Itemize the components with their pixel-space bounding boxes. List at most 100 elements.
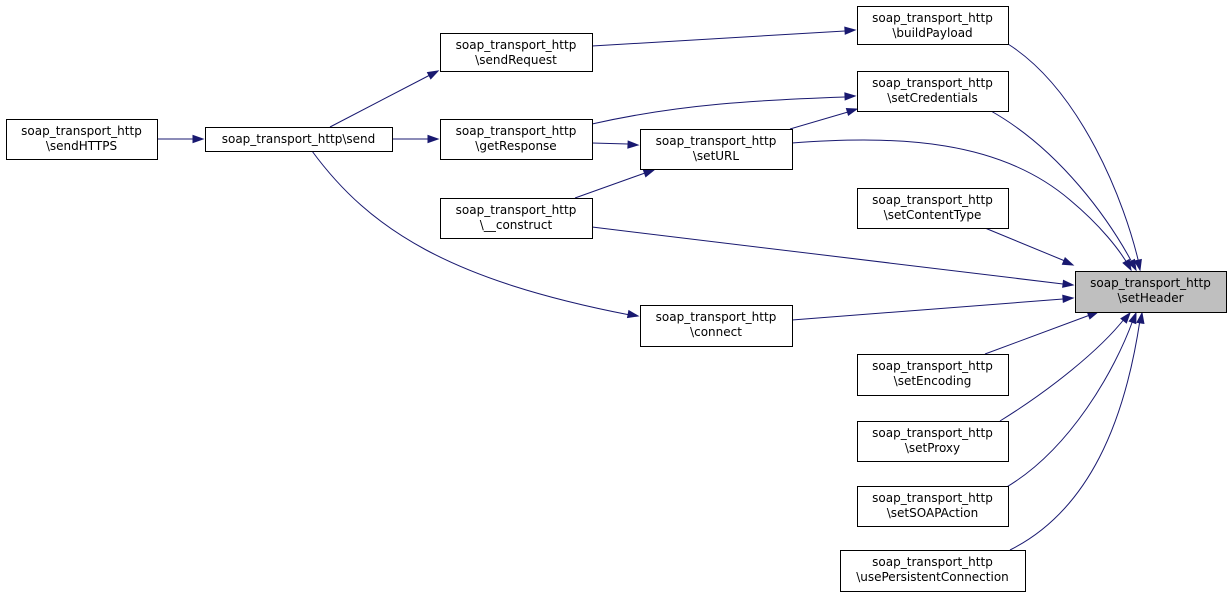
node-usePersistentConnection[interactable]: soap_transport_http\usePersistentConnect… bbox=[840, 550, 1026, 592]
edge-line bbox=[984, 227, 1066, 262]
edge-line bbox=[591, 30, 846, 47]
node-getResponse[interactable]: soap_transport_http\getResponse bbox=[440, 119, 593, 160]
node-label-line1: soap_transport_http bbox=[456, 38, 577, 52]
edge-line bbox=[329, 74, 431, 128]
edge-arrowhead bbox=[1120, 311, 1131, 324]
node-box bbox=[440, 119, 593, 160]
node-label-line1: soap_transport_http bbox=[456, 203, 577, 217]
edge-arrowhead bbox=[626, 309, 640, 319]
edge-arrowhead bbox=[1136, 311, 1145, 325]
node-label-line2: \usePersistentConnection bbox=[856, 570, 1009, 584]
edge-setURL-to-setHeader bbox=[791, 139, 1132, 272]
edge-arrowhead bbox=[1128, 311, 1137, 325]
edge-line bbox=[311, 150, 631, 316]
node-setSOAPAction[interactable]: soap_transport_http\setSOAPAction bbox=[857, 486, 1009, 527]
node-label-line1: soap_transport_http bbox=[872, 76, 993, 90]
edge-construct-to-setHeader bbox=[591, 226, 1075, 288]
node-label-line1: soap_transport_http bbox=[1090, 276, 1211, 290]
node-box bbox=[6, 119, 158, 160]
edge-line bbox=[574, 172, 646, 199]
node-label-line2: \setEncoding bbox=[894, 374, 972, 388]
node-buildPayload[interactable]: soap_transport_http\buildPayload bbox=[857, 6, 1009, 45]
node-setURL[interactable]: soap_transport_http\setURL bbox=[640, 129, 793, 170]
edge-setContentType-to-setHeader bbox=[984, 227, 1075, 266]
edge-arrowhead bbox=[1062, 294, 1075, 304]
node-box bbox=[857, 421, 1009, 462]
node-box bbox=[857, 354, 1009, 396]
edge-arrowhead bbox=[845, 107, 859, 117]
edge-line bbox=[990, 110, 1136, 269]
node-setHeader[interactable]: soap_transport_http\setHeader bbox=[1075, 271, 1227, 313]
edge-connect-to-setHeader bbox=[791, 294, 1075, 321]
node-box bbox=[440, 33, 593, 72]
edge-arrowhead bbox=[1086, 311, 1100, 320]
edge-line bbox=[791, 298, 1064, 321]
edge-arrowhead bbox=[1122, 258, 1132, 272]
edge-arrowhead bbox=[1062, 279, 1075, 288]
node-setProxy[interactable]: soap_transport_http\setProxy bbox=[857, 421, 1009, 462]
edge-arrowhead bbox=[844, 92, 857, 101]
node-box bbox=[640, 129, 793, 170]
edge-sendRequest-to-buildPayload bbox=[591, 26, 857, 47]
edge-buildPayload-to-setHeader bbox=[1007, 43, 1142, 272]
node-connect[interactable]: soap_transport_http\connect bbox=[640, 305, 793, 347]
edge-getResponse-to-setCredentials bbox=[591, 92, 857, 125]
edge-setProxy-to-setHeader bbox=[999, 311, 1131, 422]
edge-construct-to-setURL bbox=[574, 169, 656, 199]
node-box bbox=[857, 71, 1009, 112]
edge-arrowhead bbox=[1061, 257, 1075, 266]
edge-arrowhead bbox=[192, 134, 205, 144]
node-label-line1: soap_transport_http\send bbox=[222, 132, 376, 146]
edge-getResponse-to-setURL bbox=[591, 140, 640, 149]
node-label-line2: \setCredentials bbox=[887, 91, 977, 105]
edge-arrowhead bbox=[642, 169, 656, 178]
node-label-line2: \setHeader bbox=[1117, 291, 1183, 305]
edge-setCredentials-to-setHeader bbox=[990, 110, 1137, 272]
edge-arrowhead bbox=[844, 26, 857, 35]
node-label-line2: \sendRequest bbox=[475, 53, 557, 67]
edge-send-to-connect bbox=[311, 150, 640, 319]
edge-usePersistentConnection-to-setHeader bbox=[1009, 311, 1145, 551]
node-label-line2: \connect bbox=[690, 325, 742, 339]
node-label-line1: soap_transport_http bbox=[656, 310, 777, 324]
node-label-line1: soap_transport_http bbox=[872, 193, 993, 207]
node-box bbox=[1075, 271, 1227, 313]
node-setCredentials[interactable]: soap_transport_http\setCredentials bbox=[857, 71, 1009, 112]
edge-arrowhead bbox=[1127, 258, 1137, 272]
node-label-line1: soap_transport_http bbox=[21, 124, 142, 138]
edge-arrowhead bbox=[1133, 258, 1142, 272]
edge-line bbox=[591, 226, 1064, 285]
node-label-line2: \setSOAPAction bbox=[887, 506, 979, 520]
node-setEncoding[interactable]: soap_transport_http\setEncoding bbox=[857, 354, 1009, 396]
node-label-line1: soap_transport_http bbox=[872, 359, 993, 373]
edge-setEncoding-to-setHeader bbox=[984, 311, 1100, 355]
edge-line bbox=[1007, 43, 1141, 269]
node-label-line2: \setProxy bbox=[905, 441, 960, 455]
node-label-line1: soap_transport_http bbox=[456, 124, 577, 138]
edge-setSOAPAction-to-setHeader bbox=[1004, 311, 1137, 489]
node-label-line1: soap_transport_http bbox=[872, 11, 993, 25]
edge-send-to-sendRequest bbox=[329, 70, 440, 128]
node-send[interactable]: soap_transport_http\send bbox=[205, 127, 393, 152]
edge-arrowhead bbox=[627, 140, 640, 149]
node-label-line1: soap_transport_http bbox=[872, 491, 993, 505]
node-box bbox=[857, 486, 1009, 527]
node-label-line2: \buildPayload bbox=[892, 26, 972, 40]
node-box bbox=[840, 550, 1026, 592]
node-label-line1: soap_transport_http bbox=[872, 426, 993, 440]
edge-arrowhead bbox=[427, 134, 440, 144]
node-setContentType[interactable]: soap_transport_http\setContentType bbox=[857, 188, 1009, 229]
node-box bbox=[440, 198, 593, 239]
node-label-line2: \sendHTTPS bbox=[46, 139, 117, 153]
node-sendHTTPS[interactable]: soap_transport_http\sendHTTPS bbox=[6, 119, 158, 160]
node-box bbox=[857, 188, 1009, 229]
edge-line bbox=[1009, 319, 1141, 551]
edge-send-to-getResponse bbox=[392, 134, 440, 144]
node-construct[interactable]: soap_transport_http\__construct bbox=[440, 198, 593, 239]
node-sendRequest[interactable]: soap_transport_http\sendRequest bbox=[440, 33, 593, 72]
edge-setURL-to-setCredentials bbox=[789, 107, 859, 130]
node-box bbox=[640, 305, 793, 347]
node-label-line2: \setContentType bbox=[884, 208, 982, 222]
edge-line bbox=[1004, 319, 1134, 489]
